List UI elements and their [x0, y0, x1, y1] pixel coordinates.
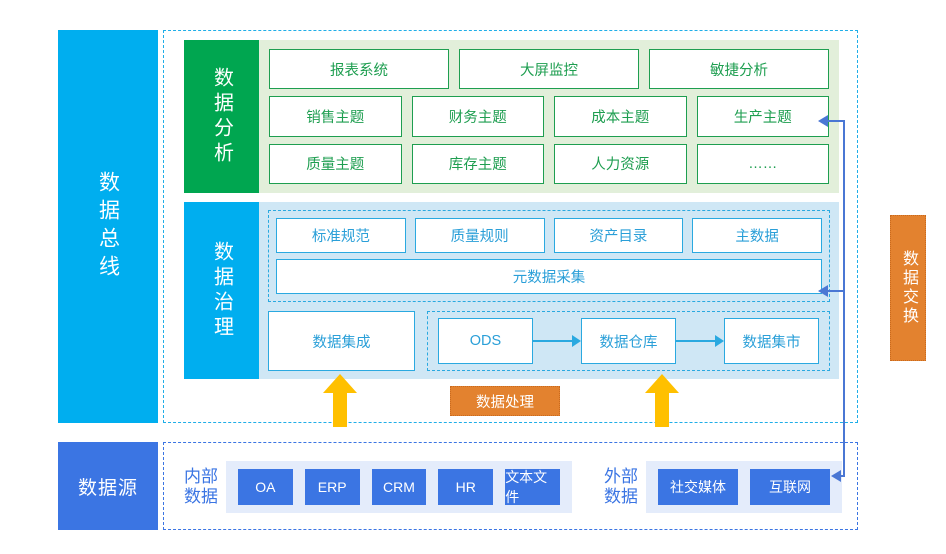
source-card[interactable]: ERP	[304, 468, 360, 505]
analysis-card[interactable]: 人力资源	[554, 143, 687, 184]
connector-arrowhead-icon	[818, 115, 828, 127]
governance-pipeline-group: 数据集成 ODS 数据仓库 数据集市	[268, 311, 830, 371]
analysis-row-2: 销售主题 财务主题 成本主题 生产主题	[269, 96, 829, 137]
exchange-connector-to-source	[841, 475, 845, 477]
analysis-card[interactable]: 财务主题	[411, 96, 544, 137]
analysis-card[interactable]: 销售主题	[269, 96, 402, 137]
analysis-card[interactable]: 敏捷分析	[649, 49, 829, 90]
data-source-label: 数据源	[77, 477, 138, 499]
analysis-row-1: 报表系统 大屏监控 敏捷分析	[269, 49, 829, 90]
external-data-label: 外部 数据	[604, 466, 638, 506]
platform-boundary	[163, 30, 858, 423]
analysis-card[interactable]: ……	[696, 143, 829, 184]
pipeline-node-ods[interactable]: ODS	[438, 318, 533, 364]
data-governance-section: 数据治理 标准规范 质量规则 资产目录 主数据 元数据采集 数据集成 ODS 数…	[184, 202, 839, 379]
data-bus-rail: 数据总线	[58, 30, 158, 423]
data-analysis-label: 数据分析	[184, 40, 259, 193]
upward-flow-arrow-icon	[323, 374, 357, 427]
governance-standards-row: 标准规范 质量规则 资产目录 主数据	[276, 218, 822, 253]
data-processing-badge[interactable]: 数据处理	[450, 386, 560, 416]
metadata-collection-card[interactable]: 元数据采集	[276, 259, 822, 294]
pipeline-node-datamart[interactable]: 数据集市	[724, 318, 819, 364]
data-source-rail: 数据源	[58, 442, 158, 530]
data-analysis-body: 报表系统 大屏监控 敏捷分析 销售主题 财务主题 成本主题 生产主题 质量主题 …	[259, 40, 839, 193]
data-governance-body: 标准规范 质量规则 资产目录 主数据 元数据采集 数据集成 ODS 数据仓库 数…	[259, 202, 839, 379]
governance-card[interactable]: 资产目录	[553, 218, 684, 253]
connector-arrowhead-icon	[831, 470, 841, 482]
analysis-card[interactable]: 生产主题	[696, 96, 829, 137]
exchange-connector-to-governance	[828, 290, 845, 292]
exchange-connector-to-analysis	[828, 120, 845, 122]
analysis-card[interactable]: 库存主题	[411, 143, 544, 184]
analysis-card[interactable]: 大屏监控	[459, 49, 639, 90]
data-exchange-label: 数据交换	[900, 250, 917, 326]
source-card[interactable]: 互联网	[750, 468, 830, 505]
data-bus-label: 数据总线	[96, 170, 120, 283]
upward-flow-arrow-icon	[645, 374, 679, 427]
governance-card[interactable]: 质量规则	[414, 218, 545, 253]
analysis-card[interactable]: 报表系统	[269, 49, 449, 90]
internal-data-strip: OA ERP CRM HR 文本文件	[226, 460, 572, 513]
data-analysis-section: 数据分析 报表系统 大屏监控 敏捷分析 销售主题 财务主题 成本主题 生产主题 …	[184, 40, 839, 193]
data-exchange-badge[interactable]: 数据交换	[890, 215, 926, 361]
data-source-boundary	[163, 442, 858, 530]
source-card[interactable]: OA	[238, 468, 293, 505]
connector-arrowhead-icon	[818, 285, 828, 297]
data-governance-label: 数据治理	[184, 202, 259, 379]
pipeline-node-warehouse[interactable]: 数据仓库	[581, 318, 676, 364]
pipeline-arrow-icon	[676, 335, 724, 347]
data-governance-label-text: 数据治理	[210, 240, 233, 341]
external-data-group: 外部 数据 社交媒体 互联网	[596, 452, 842, 521]
source-card[interactable]: CRM	[371, 468, 427, 505]
data-analysis-label-text: 数据分析	[210, 66, 233, 167]
warehouse-pipeline: ODS 数据仓库 数据集市	[427, 311, 830, 371]
source-card[interactable]: 文本文件	[505, 468, 560, 505]
governance-standards-group: 标准规范 质量规则 资产目录 主数据 元数据采集	[268, 210, 830, 302]
external-data-strip: 社交媒体 互联网	[646, 460, 842, 513]
data-integration-card[interactable]: 数据集成	[268, 311, 415, 371]
governance-metadata-row: 元数据采集	[276, 259, 822, 294]
governance-card[interactable]: 主数据	[692, 218, 822, 253]
analysis-card[interactable]: 成本主题	[554, 96, 687, 137]
pipeline-arrow-icon	[533, 335, 581, 347]
exchange-connector-line	[843, 121, 845, 476]
source-card[interactable]: HR	[438, 468, 494, 505]
analysis-card[interactable]: 质量主题	[269, 143, 402, 184]
internal-data-group: 内部 数据 OA ERP CRM HR 文本文件	[176, 452, 572, 521]
governance-card[interactable]: 标准规范	[276, 218, 406, 253]
internal-data-label: 内部 数据	[184, 466, 218, 506]
analysis-row-3: 质量主题 库存主题 人力资源 ……	[269, 143, 829, 184]
source-card[interactable]: 社交媒体	[658, 468, 738, 505]
